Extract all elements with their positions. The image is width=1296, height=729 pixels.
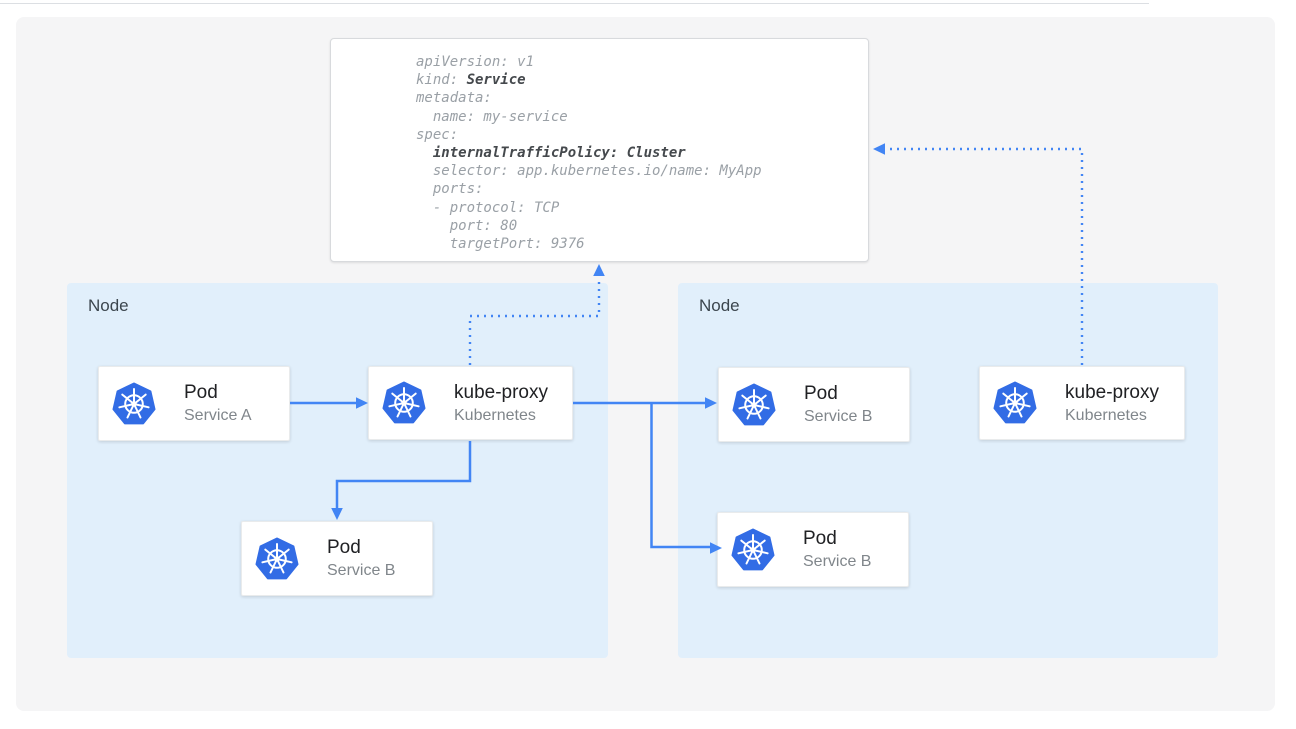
- kubernetes-icon: [731, 528, 775, 570]
- card-subtitle: Kubernetes: [454, 406, 536, 424]
- card-title: Pod: [327, 537, 361, 558]
- kube-proxy-card-left: kube-proxy Kubernetes: [368, 366, 573, 440]
- yaml-code-line: selector: app.kubernetes.io/name: MyApp: [416, 163, 762, 180]
- yaml-code-line: internalTrafficPolicy: Cluster: [432, 145, 686, 162]
- yaml-code-line: apiVersion: v1: [416, 54, 535, 70]
- card-title: kube-proxy: [454, 381, 548, 403]
- yaml-code-line: ports:: [416, 181, 484, 198]
- yaml-code-line: - protocol: TCP: [416, 199, 560, 216]
- pod-card-service-a: Pod Service A: [98, 366, 290, 441]
- top-divider: [0, 3, 1149, 4]
- card-subtitle: Service B: [803, 553, 872, 570]
- pod-card-service-b-left: Pod Service B: [241, 521, 433, 596]
- card-title: kube-proxy: [1065, 381, 1159, 403]
- node-panel-right: Node: [678, 283, 1218, 658]
- kube-proxy-card-right: kube-proxy Kubernetes: [979, 366, 1185, 440]
- node-panel-left: Node: [67, 283, 608, 658]
- yaml-code-line: kind: Service: [416, 72, 526, 89]
- pod-card-service-b-right-bottom: Pod Service B: [717, 512, 909, 587]
- node-label: Node: [88, 296, 129, 315]
- card-subtitle: Kubernetes: [1065, 406, 1147, 424]
- kubernetes-icon: [255, 537, 299, 579]
- pod-card-service-b-right-top: Pod Service B: [718, 367, 910, 442]
- kubernetes-icon: [993, 381, 1037, 424]
- yaml-code-line: port: 80: [416, 217, 518, 234]
- card-subtitle: Service B: [804, 408, 873, 425]
- yaml-code-line: metadata:: [416, 90, 492, 107]
- yaml-code-line: name: my-service: [416, 108, 568, 125]
- card-title: Pod: [804, 383, 838, 404]
- card-title: Pod: [803, 528, 837, 549]
- card-subtitle: Service B: [327, 562, 396, 579]
- yaml-code-line: spec:: [416, 126, 459, 143]
- node-label: Node: [699, 296, 740, 315]
- card-title: Pod: [184, 382, 218, 403]
- kubernetes-icon: [732, 383, 776, 425]
- card-subtitle: Service A: [184, 407, 252, 424]
- yaml-code-line: targetPort: 9376: [416, 236, 585, 253]
- kubernetes-icon: [382, 381, 426, 424]
- kubernetes-icon: [112, 382, 156, 424]
